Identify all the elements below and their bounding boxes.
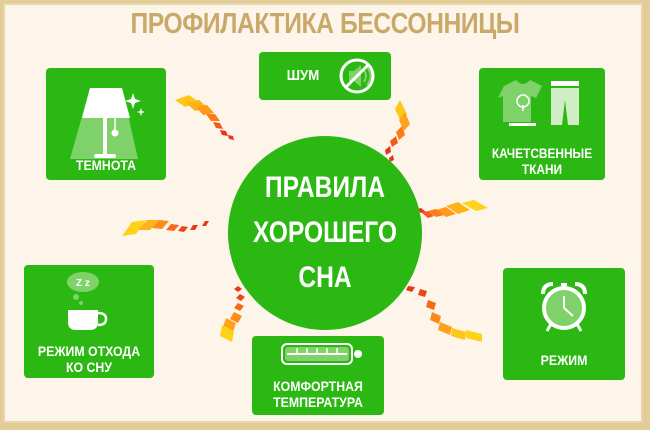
card-fabrics-label-line-2: ТКАНИ: [521, 162, 563, 177]
card-temperature-label-line-1: КОМФОРТНАЯ: [273, 378, 363, 394]
card-fabrics: КАЧЕТСВЕННЫЕ ТКАНИ: [479, 68, 605, 180]
arrow-chain-right: [416, 200, 488, 218]
svg-text:Z z: Z z: [76, 278, 90, 289]
card-bedtime: Z z РЕЖИМ ОТХОДА КО СНУ: [24, 265, 154, 378]
arrow-chain-top-right: [385, 100, 410, 162]
card-schedule: РЕЖИМ: [503, 268, 625, 380]
arrow-chain-left: [122, 220, 209, 236]
cup-sleep-icon: Z z: [67, 272, 108, 330]
alarm-clock-icon: [541, 282, 587, 332]
clothing-icon: [498, 80, 579, 126]
center-line-2: ХОРОШЕГО: [252, 216, 398, 249]
card-bedtime-label-line-2: КО СНУ: [65, 359, 112, 375]
card-darkness: ТЕМНОТА: [46, 68, 166, 180]
card-temperature-label-line-2: ТЕМПЕРАТУРА: [273, 394, 363, 410]
card-darkness-label: ТЕМНОТА: [75, 157, 137, 173]
center-line-1: ПРАВИЛА: [264, 171, 386, 204]
page-title: ПРОФИЛАКТИКА БЕССОННИЦЫ: [130, 8, 520, 40]
card-bedtime-label-line-1: РЕЖИМ ОТХОДА: [37, 343, 141, 359]
card-noise: ШУМ: [259, 52, 391, 100]
card-temperature: КОМФОРТНАЯ ТЕМПЕРАТУРА: [252, 336, 384, 415]
center-circle: ПРАВИЛА ХОРОШЕГО СНА: [228, 136, 422, 330]
muted-speaker-icon: [339, 58, 375, 94]
arrow-chain-bottom-right: [406, 286, 482, 342]
card-noise-label: ШУМ: [286, 67, 320, 84]
card-fabrics-label-line-1: КАЧЕТСВЕННЫЕ: [491, 146, 593, 161]
arrow-chain-bottom-left: [220, 286, 245, 342]
lamp-icon: [70, 88, 145, 159]
center-line-3: СНА: [298, 261, 352, 294]
card-schedule-label: РЕЖИМ: [540, 352, 588, 368]
arrow-chain-top-left: [175, 95, 234, 140]
thermometer-icon: [281, 343, 362, 365]
